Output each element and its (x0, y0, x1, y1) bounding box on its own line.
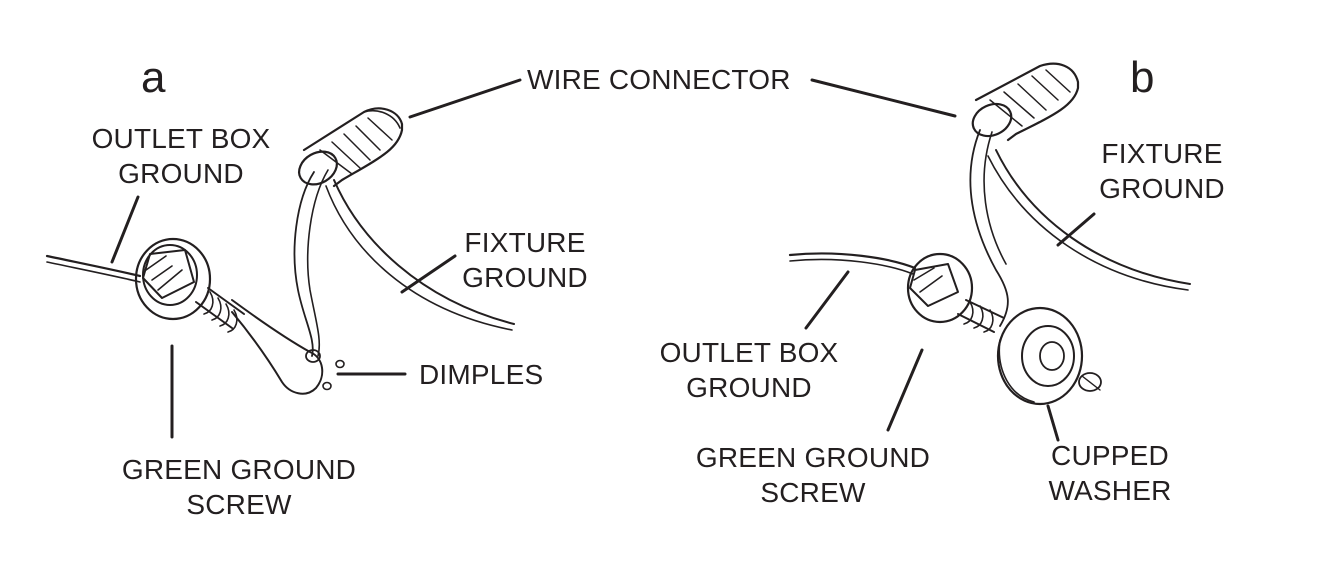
panel-a-illustration (45, 107, 515, 395)
a-green-ground-screw (134, 237, 245, 333)
leader-b-green-ground-screw (886, 348, 924, 432)
b-fixture-ground-wire (969, 129, 1009, 327)
a-outlet-box-ground-line1: OUTLET BOX (91, 123, 271, 154)
wire-connector-label: WIRE CONNECTOR (527, 64, 791, 95)
leader-b-fixture-ground (1056, 212, 1096, 247)
b-green-ground-screw-label: GREEN GROUND SCREW (686, 440, 940, 510)
leader-a-outlet-box-ground (110, 195, 140, 264)
b-small-rivet (1078, 372, 1102, 392)
leader-wire-connector-b (810, 78, 957, 118)
leader-b-cupped-washer (1046, 404, 1060, 442)
a-dimple (322, 381, 332, 391)
panel-b-illustration (788, 62, 1191, 406)
a-fixture-ground-line2: GROUND (462, 262, 588, 293)
leader-b-outlet-box-ground (804, 270, 850, 330)
b-fixture-ground-line1: FIXTURE (1101, 138, 1223, 169)
b-green-ground-screw-line1: GREEN GROUND (695, 442, 931, 473)
a-fixture-ground-wire (293, 171, 315, 357)
b-cupped-washer-line1: CUPPED (1051, 440, 1169, 471)
b-outlet-box-ground-line2: GROUND (686, 372, 812, 403)
a-box-tab (231, 299, 324, 395)
panel-a-letter: a (141, 53, 166, 102)
b-cupped-washer (996, 306, 1084, 406)
b-wire-connector (971, 62, 1080, 142)
a-wire-connector (298, 107, 404, 188)
b-outlet-box-ground-label: OUTLET BOX GROUND (654, 335, 844, 405)
a-green-ground-screw-line1: GREEN GROUND (121, 454, 357, 485)
a-green-ground-screw-line2: SCREW (186, 489, 292, 520)
b-fixture-ground-line2: GROUND (1099, 173, 1225, 204)
b-outlet-box-ground-wire (788, 252, 917, 270)
a-green-ground-screw-label: GREEN GROUND SCREW (112, 452, 366, 522)
b-cupped-washer-label: CUPPED WASHER (1042, 438, 1178, 508)
b-cupped-washer-line2: WASHER (1048, 475, 1172, 506)
a-dimple (335, 359, 345, 369)
a-fixture-ground-line1: FIXTURE (464, 227, 586, 258)
leader-a-fixture-ground (400, 254, 457, 294)
b-green-ground-screw-line2: SCREW (760, 477, 866, 508)
b-fixture-ground-label: FIXTURE GROUND (1090, 136, 1234, 206)
a-fixture-ground-label: FIXTURE GROUND (455, 225, 595, 295)
b-outlet-box-ground-line1: OUTLET BOX (659, 337, 839, 368)
a-outlet-box-ground-wire (45, 254, 142, 278)
a-outlet-box-ground-line2: GROUND (118, 158, 244, 189)
a-dimples-label: DIMPLES (419, 359, 544, 390)
a-outlet-box-ground-label: OUTLET BOX GROUND (86, 121, 276, 191)
leader-wire-connector-a (408, 78, 522, 119)
panel-b-letter: b (1130, 53, 1155, 102)
b-green-ground-screw (906, 252, 1005, 333)
leader-lines (110, 78, 1096, 442)
